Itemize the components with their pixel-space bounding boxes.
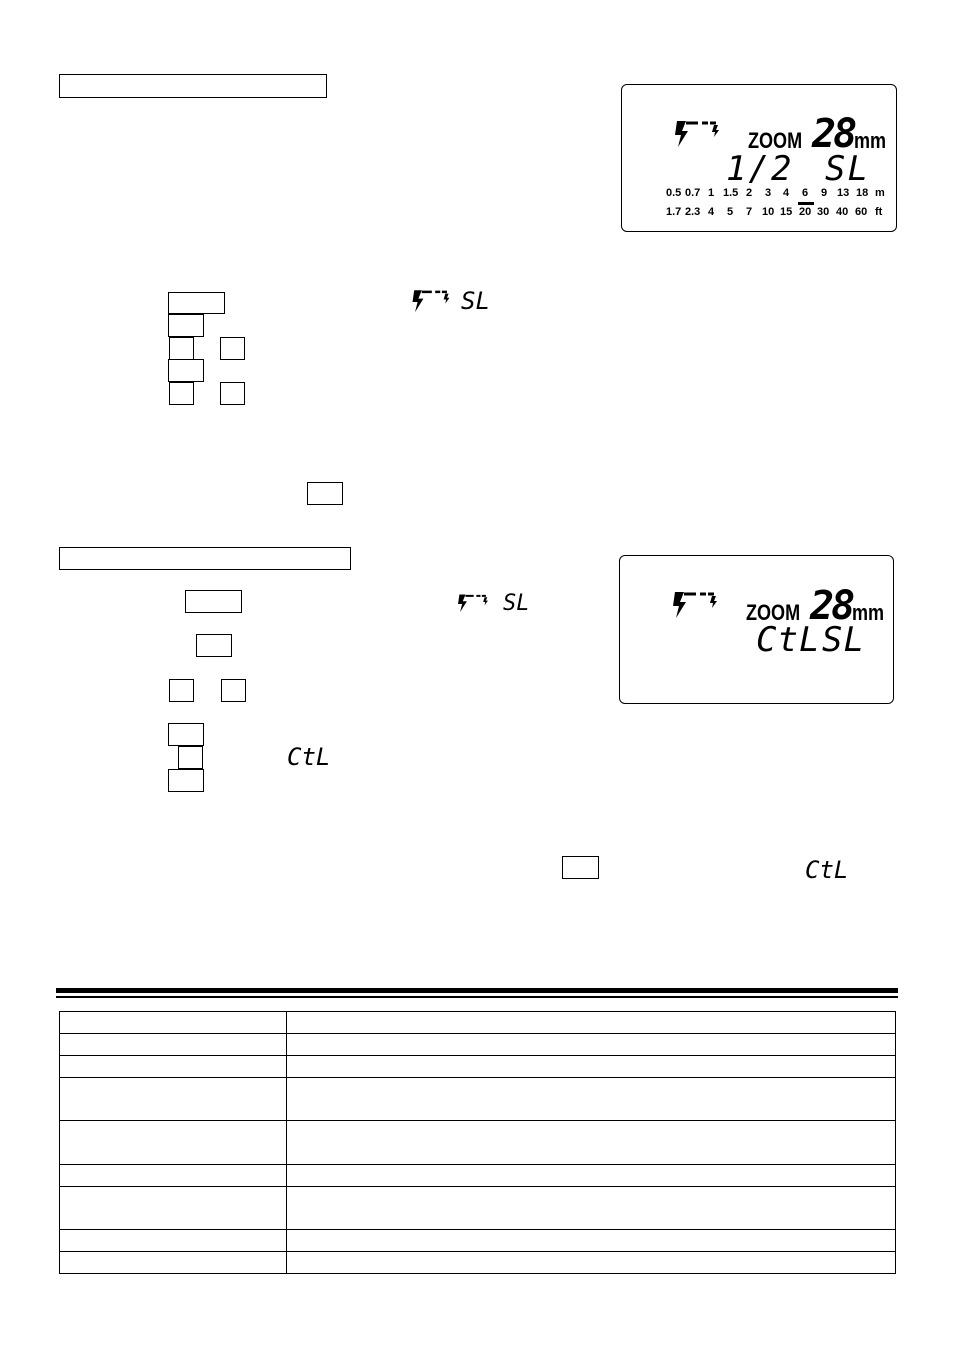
table-row	[59, 1186, 896, 1230]
table-cell-value	[286, 1011, 896, 1034]
scale-m-6: 4	[783, 187, 790, 199]
table-row	[59, 1011, 896, 1034]
scale-ft-unit: ft	[875, 206, 883, 218]
up-button-3[interactable]	[221, 679, 246, 702]
table-cell-label	[59, 1077, 287, 1121]
scale-ft-6: 15	[780, 206, 793, 218]
scale-m-9: 13	[837, 187, 850, 199]
zoom-unit: mm	[854, 128, 887, 153]
confirm-button-1[interactable]	[307, 482, 343, 505]
inline-slave-mode: SL	[461, 287, 490, 315]
table-row	[59, 1055, 896, 1078]
slave-mode-indicator: SL	[825, 149, 870, 189]
select-button-5[interactable]	[168, 769, 204, 792]
slave-flash-icon	[675, 121, 719, 147]
zoom-label: ZOOM	[748, 128, 803, 153]
zoom-label: ZOOM	[746, 600, 801, 625]
scale-m-2: 1	[708, 187, 715, 199]
table-row	[59, 1229, 896, 1252]
table-cell-value	[286, 1164, 896, 1187]
scale-m-unit: m	[875, 187, 885, 199]
down-button-2[interactable]	[169, 382, 194, 405]
slave-flash-icon	[458, 594, 488, 613]
scale-m-8: 9	[821, 187, 828, 199]
section-divider-thick	[56, 988, 898, 993]
table-row	[59, 1164, 896, 1187]
table-cell-value	[286, 1229, 896, 1252]
scale-ft-0: 1.7	[666, 206, 682, 218]
mode-button[interactable]	[168, 292, 225, 314]
inline-ttl: CtL	[805, 856, 849, 884]
scale-ft-4: 7	[746, 206, 753, 218]
scale-m-5: 3	[765, 187, 772, 199]
scale-ft-5: 10	[762, 206, 775, 218]
distance-scale-meters: 0.5 0.7 1 1.5 2 3 4 6 9 13 18 m	[666, 187, 896, 203]
section-divider-thin	[56, 996, 898, 998]
table-cell-label	[59, 1055, 287, 1078]
up-button-2[interactable]	[220, 382, 245, 405]
table-cell-label	[59, 1011, 287, 1034]
table-cell-value	[286, 1077, 896, 1121]
select-button-4[interactable]	[168, 723, 204, 746]
scale-ft-7: 20	[799, 206, 812, 218]
scale-m-7-selected: 6	[802, 187, 809, 199]
scale-ft-10: 60	[855, 206, 868, 218]
inline-ttl: CtL	[287, 743, 331, 771]
mode-button-2[interactable]	[185, 590, 242, 613]
section-heading-manual-slave	[59, 74, 327, 98]
table-cell-value	[286, 1186, 896, 1230]
down-button-3[interactable]	[169, 679, 194, 702]
table-cell-label	[59, 1186, 287, 1230]
power-ratio: 1/2	[726, 149, 794, 189]
table-row	[59, 1251, 896, 1274]
select-button-1[interactable]	[168, 314, 204, 337]
up-button-1[interactable]	[220, 337, 245, 360]
table-cell-label	[59, 1033, 287, 1056]
scale-m-1: 0.7	[685, 187, 701, 199]
select-button-3[interactable]	[196, 634, 232, 657]
distance-scale-feet: 1.7 2.3 4 5 7 10 15 20 30 40 60 ft	[666, 206, 896, 222]
table-cell-value	[286, 1251, 896, 1274]
scale-ft-9: 40	[836, 206, 849, 218]
table-cell-value	[286, 1120, 896, 1165]
zoom-value: 28	[812, 111, 857, 157]
table-cell-label	[59, 1229, 287, 1252]
scale-ft-2: 4	[708, 206, 715, 218]
table-row	[59, 1120, 896, 1165]
table-cell-label	[59, 1120, 287, 1165]
scale-m-0: 0.5	[666, 187, 682, 199]
zoom-unit: mm	[852, 600, 885, 625]
section-heading-ttl-slave	[59, 547, 351, 570]
table-row	[59, 1033, 896, 1056]
small-button[interactable]	[178, 746, 203, 769]
ttl-indicator: CtL	[756, 620, 821, 660]
scale-ft-1: 2.3	[685, 206, 701, 218]
inline-slave-mode: SL	[503, 591, 530, 616]
scale-m-4: 2	[746, 187, 753, 199]
table-cell-value	[286, 1033, 896, 1056]
table-cell-label	[59, 1164, 287, 1187]
zoom-value: 28	[810, 583, 855, 629]
selected-distance-marker	[798, 202, 814, 205]
slave-mode-indicator: SL	[822, 620, 865, 660]
scale-m-10: 18	[856, 187, 869, 199]
table-row	[59, 1077, 896, 1121]
scale-ft-8: 30	[817, 206, 830, 218]
lcd-display-manual-slave: ZOOM 28 mm 1/2 SL 0.5 0.7 1 1.5 2 3 4 6 …	[621, 84, 897, 232]
down-button-1[interactable]	[169, 337, 194, 360]
slave-flash-icon	[412, 290, 450, 313]
slave-flash-icon	[673, 592, 717, 618]
table-cell-value	[286, 1055, 896, 1078]
table-cell-label	[59, 1251, 287, 1274]
scale-m-3: 1.5	[723, 187, 739, 199]
lcd-display-ttl-slave: ZOOM 28 mm CtL SL	[619, 555, 894, 704]
specifications-table	[59, 1011, 896, 1274]
scale-ft-3: 5	[727, 206, 734, 218]
confirm-button-2[interactable]	[562, 856, 599, 879]
select-button-2[interactable]	[168, 359, 204, 382]
